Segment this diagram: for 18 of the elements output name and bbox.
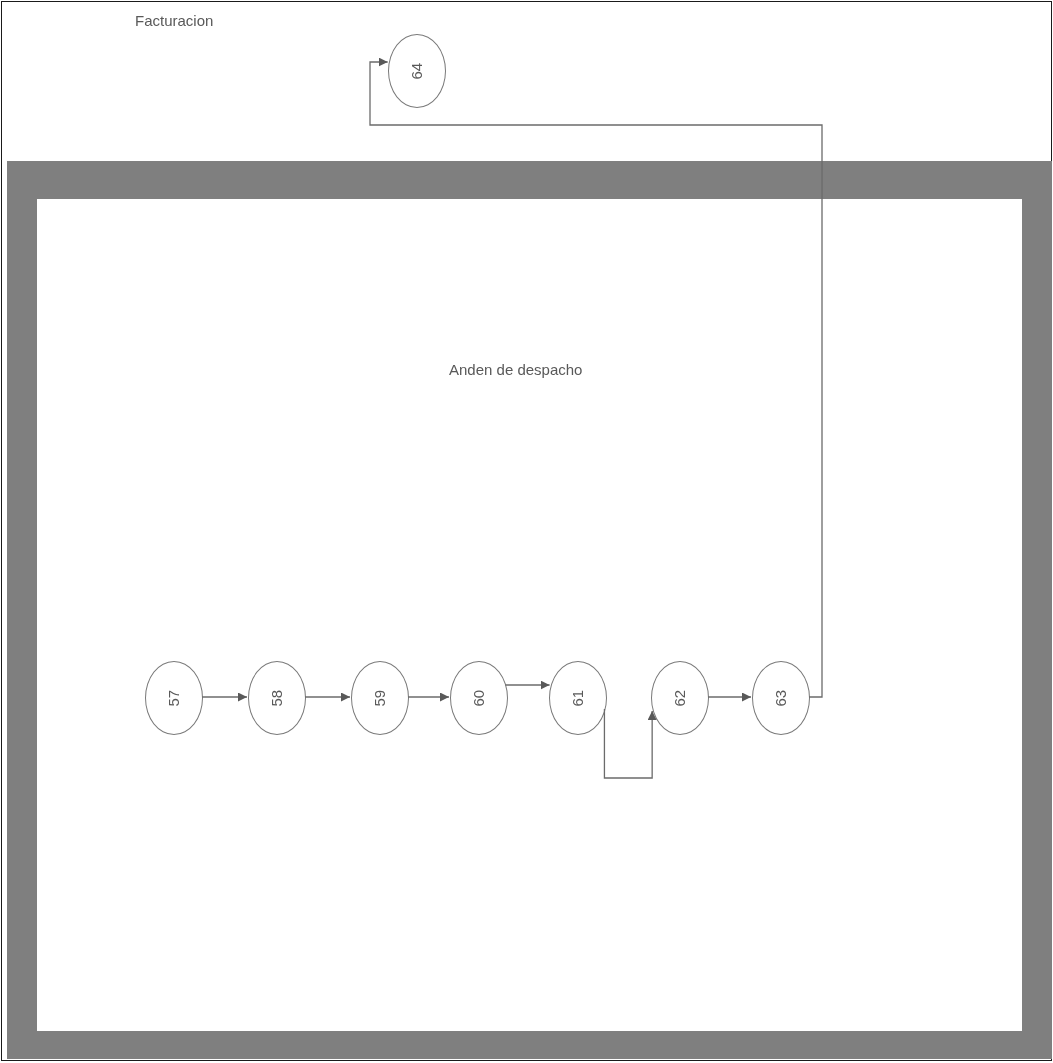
walled-area	[7, 161, 1052, 1059]
step-number: 58	[266, 689, 286, 707]
step-number: 59	[369, 689, 389, 707]
step-number: 64	[406, 62, 426, 80]
connector-arrow	[407, 692, 450, 702]
area-title: Anden de despacho	[449, 360, 583, 380]
step-number: 63	[770, 689, 790, 707]
step-number: 62	[669, 689, 689, 707]
region-title: Facturacion	[135, 11, 214, 31]
connector-arrow	[369, 57, 823, 698]
connector-arrow	[707, 692, 752, 702]
connector-arrow	[603, 708, 657, 779]
connector-arrow	[504, 680, 551, 690]
step-number: 61	[567, 689, 587, 707]
connector-arrow	[304, 692, 351, 702]
step-number: 57	[163, 689, 183, 707]
connector-arrow	[201, 692, 248, 702]
step-number: 60	[468, 689, 488, 707]
